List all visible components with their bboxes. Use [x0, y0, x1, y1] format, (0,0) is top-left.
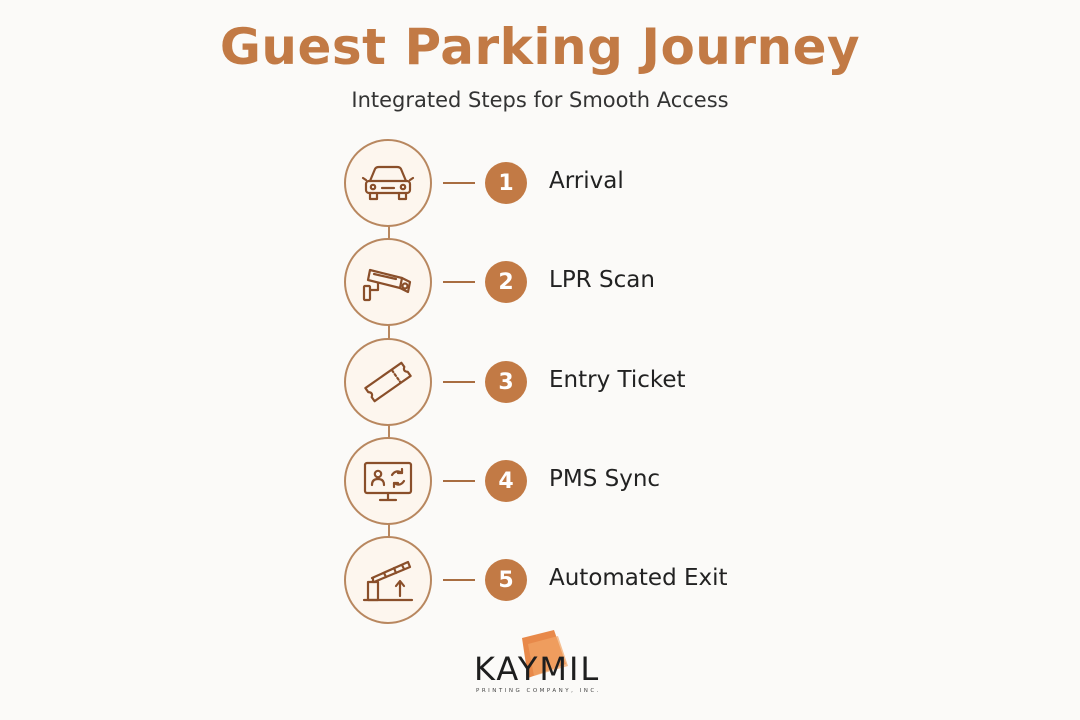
logo-wordmark: KAYMIL: [474, 650, 601, 688]
logo-tagline: PRINTING COMPANY, INC.: [476, 688, 601, 694]
step-icon-circle: [344, 536, 432, 624]
step-connector-dash: [443, 381, 475, 383]
step-number-badge: 1: [485, 162, 527, 204]
logo-mark-shape: [522, 630, 568, 678]
kaymil-logo: KAYMIL PRINTING COMPANY, INC.: [472, 630, 608, 700]
step-label: Automated Exit: [549, 565, 728, 591]
step-icon-circle: [344, 437, 432, 525]
step-pms-sync: 4 PMS Sync: [0, 437, 1080, 527]
step-automated-exit: 5 Automated Exit: [0, 536, 1080, 626]
step-entry-ticket: 3 Entry Ticket: [0, 338, 1080, 428]
step-label: PMS Sync: [549, 466, 661, 492]
step-number-badge: 5: [485, 559, 527, 601]
monitor-sync-icon: [363, 461, 413, 502]
step-connector-dash: [443, 480, 475, 482]
step-label: Arrival: [549, 168, 624, 194]
step-connector-dash: [443, 182, 475, 184]
step-icon-circle: [344, 238, 432, 326]
step-arrival: 1 Arrival: [0, 139, 1080, 229]
step-connector-dash: [443, 281, 475, 283]
step-number-badge: 3: [485, 361, 527, 403]
step-icon-circle: [344, 338, 432, 426]
step-lpr-scan: 2 LPR Scan: [0, 238, 1080, 328]
page-title: Guest Parking Journey: [219, 18, 861, 76]
step-connector-dash: [443, 579, 475, 581]
step-number-badge: 2: [485, 261, 527, 303]
car-icon: [361, 165, 415, 201]
step-label: Entry Ticket: [549, 367, 686, 393]
step-icon-circle: [344, 139, 432, 227]
barrier-gate-icon: [362, 560, 414, 602]
ticket-icon: [364, 361, 412, 403]
page-subtitle: Integrated Steps for Smooth Access: [351, 88, 729, 112]
step-number-badge: 4: [485, 460, 527, 502]
step-label: LPR Scan: [549, 267, 655, 293]
security-camera-icon: [362, 268, 412, 302]
